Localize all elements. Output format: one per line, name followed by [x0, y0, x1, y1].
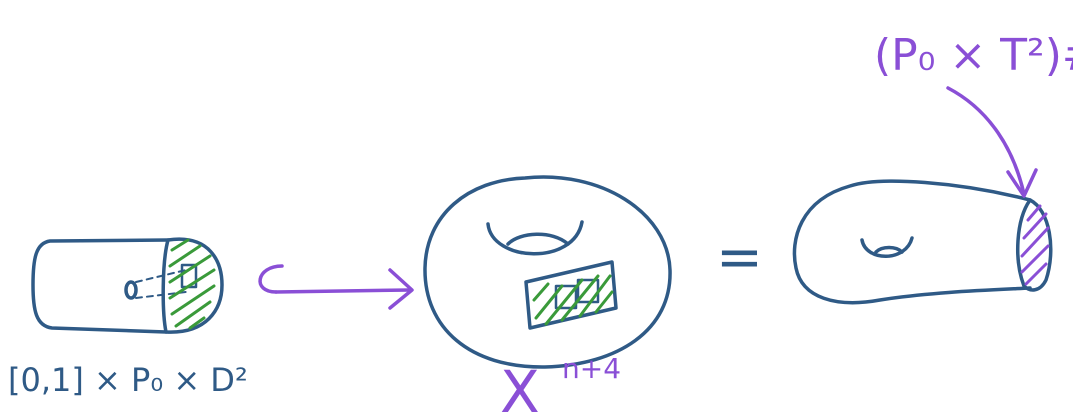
result-surface-outline: [792, 179, 1032, 305]
cylinder-small-loop: [124, 280, 138, 300]
boundary-arrow-shaft: [946, 86, 1026, 196]
torus-patch-outline: [524, 260, 618, 330]
cylinder-hatching: [168, 238, 216, 330]
space-label: X: [500, 358, 540, 417]
torus-hole-upper: [506, 232, 570, 246]
result-surface: [792, 179, 1053, 305]
torus-inner-square-a: [554, 284, 578, 310]
inclusion-arrow-head: [388, 268, 414, 310]
inclusion-arrow-shaft: [274, 288, 412, 294]
cylinder-label: [0,1] × P₀ × D²: [8, 361, 248, 399]
torus-outer-outline: [423, 175, 672, 369]
result-surface-hole-upper: [874, 245, 904, 254]
torus: [423, 175, 672, 369]
cylinder-dashed-line-bottom: [135, 291, 187, 299]
result-surface-end-cap: [1016, 198, 1053, 292]
space-exponent: n+4: [562, 352, 621, 385]
result-label: (P₀ × T²)#: [874, 30, 1073, 81]
torus-patch-hatching: [532, 274, 614, 326]
inclusion-arrow: [258, 264, 414, 310]
equals-sign: =: [716, 225, 763, 290]
cylinder-dashed-line-top: [135, 269, 187, 283]
cylinder-end-cap: [161, 237, 224, 334]
result-surface-hatching: [1020, 204, 1050, 286]
boundary-arrow: [946, 86, 1038, 198]
result-surface-hole-lower: [860, 236, 914, 258]
torus-hole-lower: [486, 220, 584, 256]
boundary-arrow-head: [1006, 168, 1038, 198]
cylinder-body-outline: [31, 238, 170, 334]
inclusion-arrow-hook: [258, 264, 284, 294]
cylinder: [31, 237, 224, 334]
